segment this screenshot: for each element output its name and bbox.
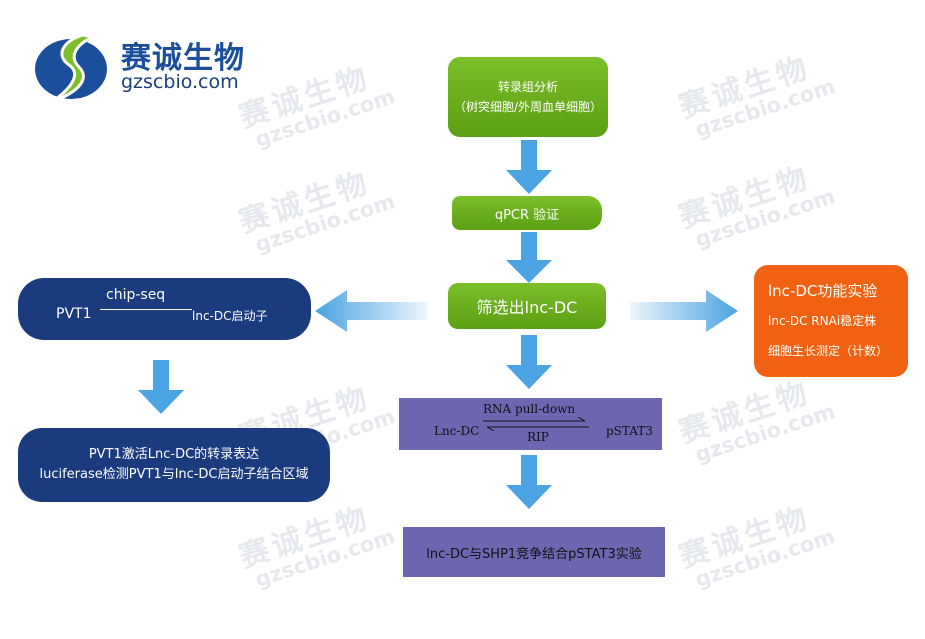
arrow-down-icon	[506, 232, 552, 283]
rnai-line: lnc-DC RNAi稳定株	[768, 314, 877, 328]
logo-name-en: gzscbio.com	[121, 71, 239, 93]
pvt1-chip-seq-node: PVT1 chip-seq lnc-DC启动子	[18, 278, 311, 340]
arrow-down-icon	[506, 140, 552, 194]
arrow-right-icon	[630, 290, 738, 332]
arrow-left-icon	[315, 290, 427, 332]
luciferase-text: luciferase检测PVT1与lnc-DC启动子结合区域	[39, 467, 309, 482]
lnc-dc-label: Lnc-DC	[434, 424, 480, 438]
cell-growth-line: 细胞生长测定（计数）	[768, 344, 889, 358]
screen-lnc-dc-node: 筛选出lnc-DC	[448, 283, 606, 329]
transcriptome-analysis-node: 转录组分析 （树突细胞/外周血单细胞）	[448, 57, 608, 137]
rna-pulldown-node: Lnc-DC RNA pull-down RIP pSTAT3	[399, 398, 662, 450]
pvt1-activation-text: PVT1激活Lnc-DC的转录表达	[88, 447, 260, 462]
company-logo: 赛诚生物 gzscbio.com	[33, 27, 273, 107]
pvt1-label: PVT1	[56, 306, 92, 322]
qpcr-label: qPCR 验证	[494, 207, 560, 223]
pstat3-label: pSTAT3	[606, 424, 653, 438]
function-title: lnc-DC功能实验	[768, 282, 878, 300]
transcriptome-title: 转录组分析	[497, 80, 558, 94]
arrow-down-icon	[138, 360, 184, 414]
screen-label: 筛选出lnc-DC	[476, 298, 578, 317]
arrow-down-icon	[506, 335, 552, 389]
logo-name-cn: 赛诚生物	[121, 41, 245, 76]
pvt1-activation-node: PVT1激活Lnc-DC的转录表达 luciferase检测PVT1与lnc-D…	[18, 428, 330, 502]
arrow-down-icon	[506, 455, 552, 509]
binding-arrow-line	[100, 309, 192, 310]
rna-pulldown-label: RNA pull-down	[483, 402, 576, 416]
bidirectional-arrow-icon	[483, 417, 589, 431]
rip-label: RIP	[527, 430, 549, 444]
logo-s-icon	[35, 33, 107, 103]
qpcr-validation-node: qPCR 验证	[452, 196, 602, 230]
lnc-dc-function-node: lnc-DC功能实验 lnc-DC RNAi稳定株 细胞生长测定（计数）	[754, 265, 908, 377]
lnc-dc-promoter-label: lnc-DC启动子	[192, 309, 268, 323]
shp1-competition-node: lnc-DC与SHP1竞争结合pSTAT3实验	[403, 527, 665, 577]
transcriptome-subtitle: （树突细胞/外周血单细胞）	[453, 100, 603, 114]
chip-seq-label: chip-seq	[106, 287, 166, 303]
shp1-label: lnc-DC与SHP1竞争结合pSTAT3实验	[426, 546, 642, 562]
